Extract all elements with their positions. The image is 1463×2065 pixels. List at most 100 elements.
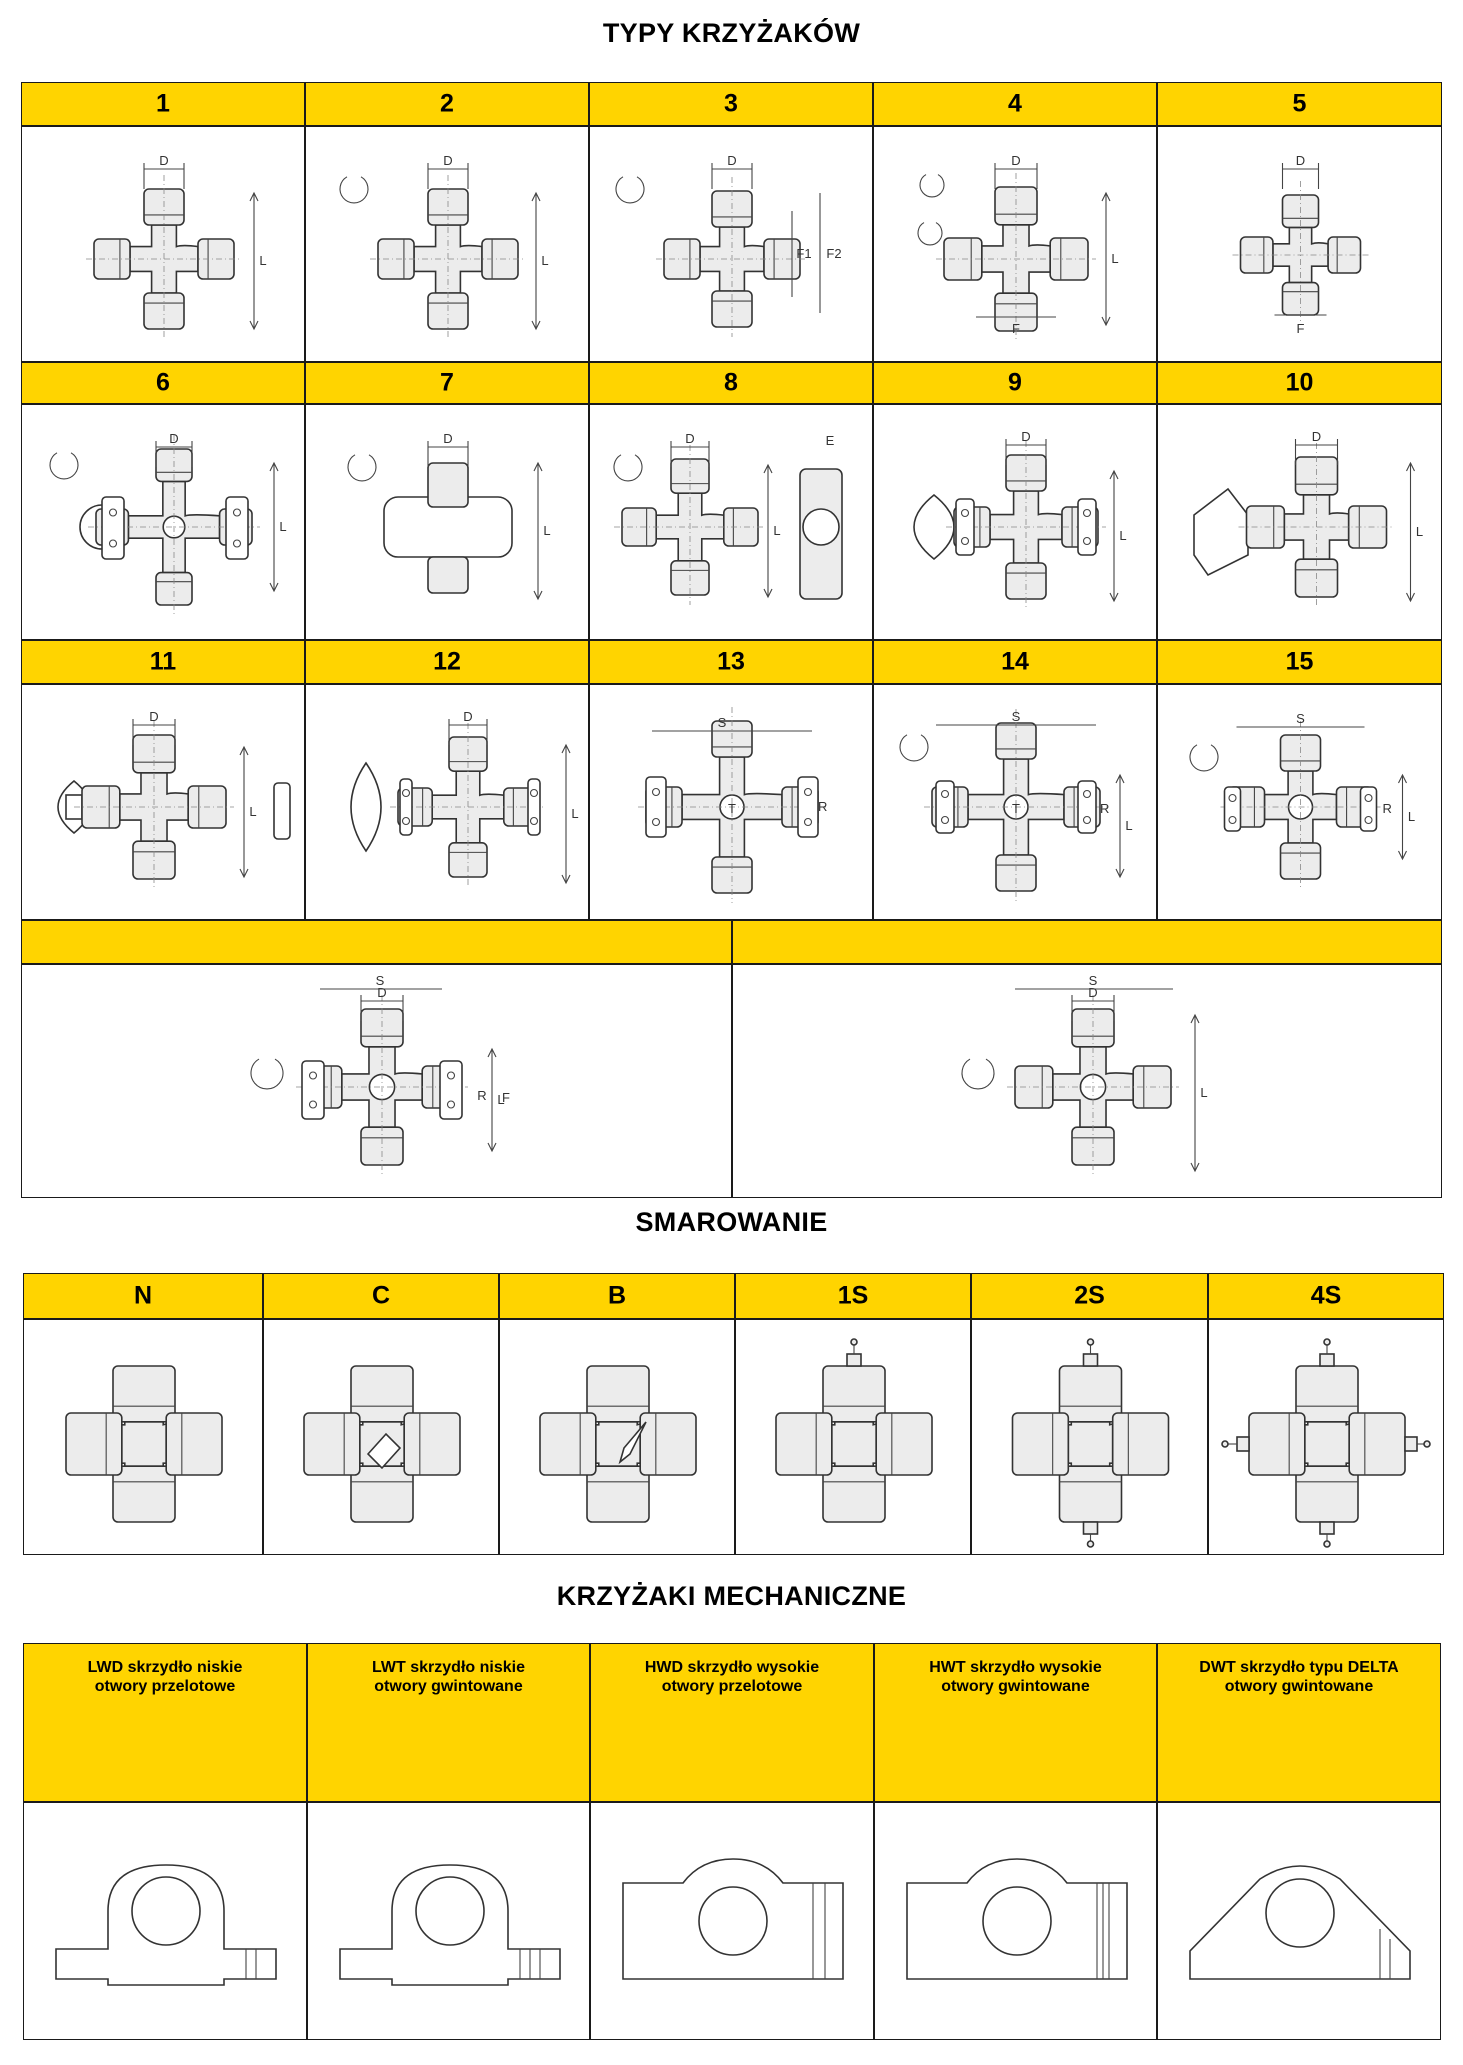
dim-l-label: L — [1408, 809, 1415, 824]
cup-bottom — [995, 854, 1037, 892]
lube-header-B: B — [499, 1273, 735, 1319]
dim-s-label: S — [1012, 709, 1021, 724]
mech-header-line1: HWD skrzydło wysokie — [644, 1659, 820, 1676]
type-drawing-8: DLE — [613, 431, 843, 605]
type-header-4-label: 4 — [1008, 89, 1022, 118]
lube-header-N: N — [23, 1273, 263, 1319]
flange-ear — [527, 778, 541, 836]
dim-f-label: F — [502, 1090, 510, 1105]
dim-l-label: L — [497, 1092, 504, 1107]
bore-hole — [131, 1876, 201, 1946]
mech-header-line1: DWT skrzydło typu DELTA — [1199, 1659, 1399, 1676]
lube-header-4S: 4S — [1208, 1273, 1444, 1319]
circlip-icon — [1189, 744, 1219, 772]
dim-f-label: F — [1297, 321, 1305, 336]
cup-top — [427, 462, 469, 508]
type-header-6-label: 6 — [156, 368, 170, 397]
cup-top — [1058, 1365, 1123, 1423]
dim-f-label: F — [1012, 321, 1020, 336]
bore-hole — [1265, 1878, 1335, 1948]
cross-drawing — [1232, 181, 1369, 325]
dim-d-label: D — [159, 153, 168, 168]
dim-s-label: S — [1296, 711, 1305, 726]
type-header-10-label: 10 — [1285, 368, 1314, 397]
cup-top — [586, 1365, 650, 1423]
cup-top — [132, 734, 176, 774]
type-header-4: 4 — [873, 82, 1157, 126]
type-header-14-label: 14 — [1001, 647, 1029, 676]
lube-header-4S-label: 4S — [1310, 1281, 1342, 1310]
cup-right — [1347, 505, 1388, 549]
flange-plate — [1193, 487, 1249, 577]
grease-fitting-right-icon — [1404, 1436, 1431, 1452]
mechanical-title: KRZYŻAKI MECHANICZNE — [556, 1581, 907, 1611]
mech-header-line2: otwory przelotowe — [661, 1678, 803, 1695]
cup-top — [112, 1365, 176, 1423]
cup-bottom — [427, 556, 469, 594]
cup-bottom — [360, 1126, 404, 1166]
cup-bottom — [1071, 1126, 1115, 1166]
cross-body — [1304, 1421, 1351, 1467]
type-cell-15: S R L — [1157, 684, 1442, 920]
flange-ear — [797, 776, 819, 838]
cross-drawing — [86, 175, 242, 339]
cup-top — [822, 1365, 886, 1423]
mech-header-line1: LWD skrzydło niskie — [87, 1659, 243, 1676]
dim-d-label: D — [169, 431, 178, 446]
dim-d-label: D — [443, 153, 452, 168]
type-header-5: 5 — [1157, 82, 1442, 126]
mech-header-3-text: HWD skrzydło wysokie otwory przelotowe — [591, 1658, 873, 1696]
type-header-9-label: 9 — [1008, 368, 1022, 397]
circlip-icon — [613, 454, 643, 482]
type-header-bottom-1 — [21, 920, 732, 964]
dim-d-label: D — [377, 985, 386, 1000]
lube-cell-1S — [735, 1319, 971, 1555]
type-header-13: 13 — [589, 640, 873, 684]
mech-header-3: HWD skrzydło wysokie otwory przelotowe — [590, 1643, 874, 1802]
mech-drawing-5 — [1189, 1865, 1411, 1980]
flange-ear — [399, 778, 413, 836]
cup-left — [775, 1412, 833, 1476]
strap-plate — [273, 782, 291, 840]
dim-l-label: L — [259, 253, 266, 268]
mech-header-line2: otwory gwintowane — [941, 1678, 1090, 1695]
dim-d-label: D — [149, 709, 158, 724]
lube-drawing-B — [539, 1365, 697, 1523]
circlip-icon — [250, 1058, 284, 1090]
dim-r-label: R — [1383, 801, 1392, 816]
dim-l-label: L — [249, 804, 256, 819]
cup-right — [875, 1412, 933, 1476]
cross-drawing — [936, 173, 1096, 341]
grease-fitting-icon — [366, 1432, 402, 1470]
cup-right — [1111, 1412, 1170, 1476]
dim-l-label: L — [543, 523, 550, 538]
type-drawing-12: DL — [350, 709, 579, 887]
cross-drawing — [74, 721, 234, 889]
circlip-icon — [919, 174, 945, 198]
lube-cell-N — [23, 1319, 263, 1555]
dim-t-label: T — [728, 801, 736, 816]
cup-bottom — [112, 1465, 176, 1523]
type-header-15: 15 — [1157, 640, 1442, 684]
type-header-7: 7 — [305, 362, 589, 404]
type-drawing-bottom-2: DSL — [961, 973, 1208, 1175]
lube-header-N-label: N — [133, 1281, 153, 1310]
type-header-3: 3 — [589, 82, 873, 126]
cup-top — [1295, 1365, 1359, 1423]
dim-r-label: R — [1100, 801, 1109, 816]
dim-l-label: L — [1111, 251, 1118, 266]
cross-drawing — [614, 445, 766, 605]
mech-cell-4 — [874, 1802, 1157, 2040]
mech-drawing-3 — [622, 1858, 844, 1980]
dim-r-label: R — [477, 1088, 486, 1103]
lube-header-1S-label: 1S — [837, 1281, 869, 1310]
types-title: TYPY KRZYŻAKÓW — [602, 18, 861, 48]
